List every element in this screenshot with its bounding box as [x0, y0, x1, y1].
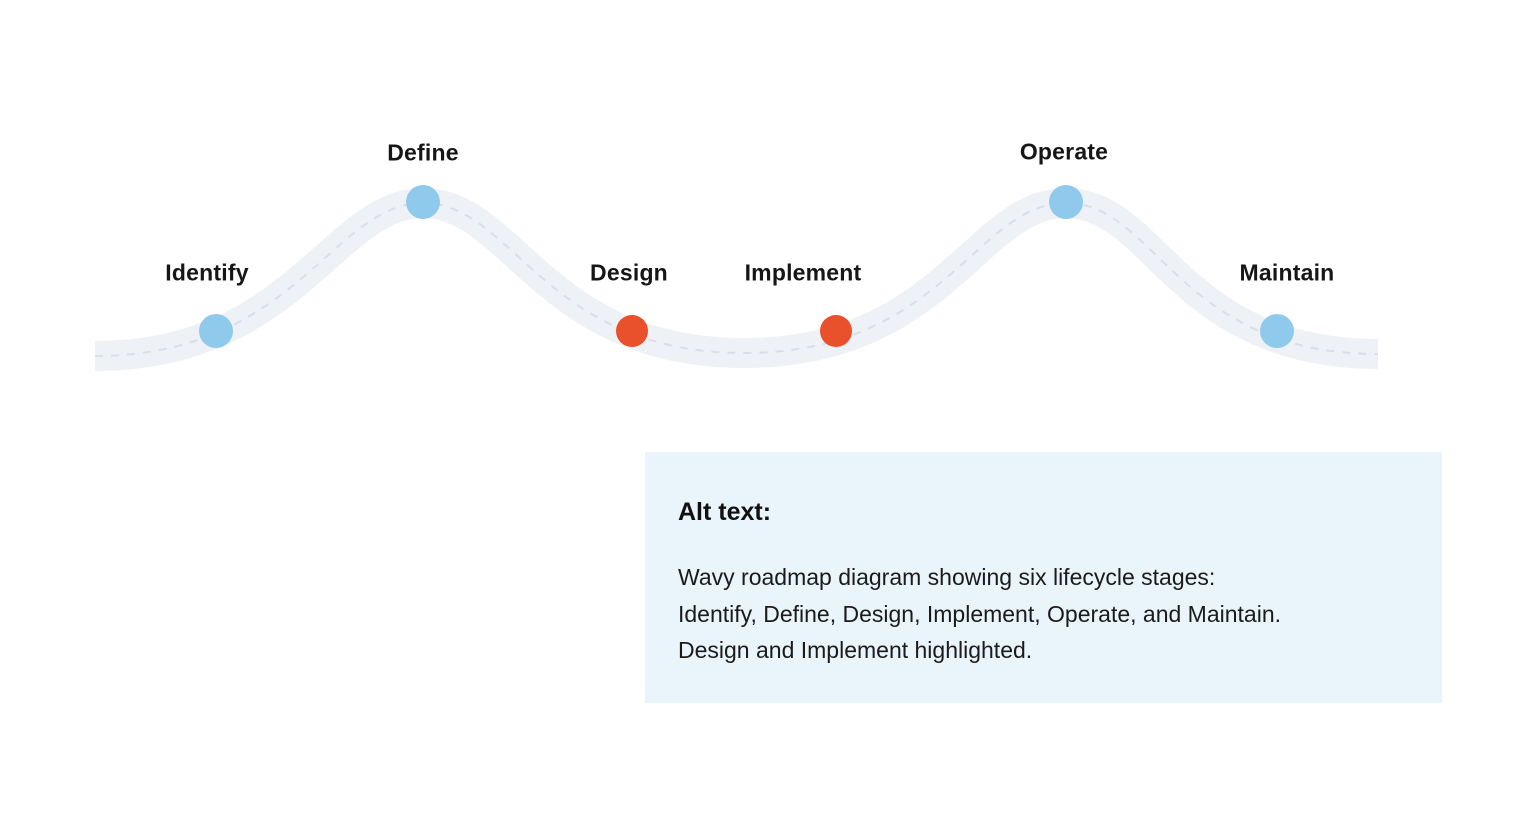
stage-label-design: Design	[590, 259, 668, 286]
alt-text-line: Design and Implement highlighted.	[678, 637, 1033, 663]
stage-dot-maintain	[1260, 314, 1294, 348]
stage-dot-operate	[1049, 185, 1083, 219]
stage-label-define: Define	[387, 139, 459, 166]
stage-dot-design	[616, 315, 648, 347]
alt-text-panel: Alt text: Wavy roadmap diagram showing s…	[645, 452, 1442, 703]
alt-text-line: Wavy roadmap diagram showing six lifecyc…	[678, 564, 1216, 590]
stage-label-identify: Identify	[165, 259, 249, 286]
stage-label-operate: Operate	[1019, 138, 1109, 165]
alt-text-line: Identify, Define, Design, Implement, Ope…	[678, 600, 1281, 627]
stage-dot-implement	[820, 315, 852, 347]
stage-dot-identify	[199, 314, 233, 348]
wave-dashed-centerline	[94, 201, 1379, 357]
wave-band	[94, 187, 1379, 371]
alt-text-body: Wavy roadmap diagram showing six lifecyc…	[678, 559, 1406, 669]
stage-label-maintain: Maintain	[1239, 259, 1335, 286]
stage-label-implement: Implement	[744, 259, 862, 286]
stage-dot-define	[406, 185, 440, 219]
alt-text-heading: Alt text:	[678, 498, 772, 526]
